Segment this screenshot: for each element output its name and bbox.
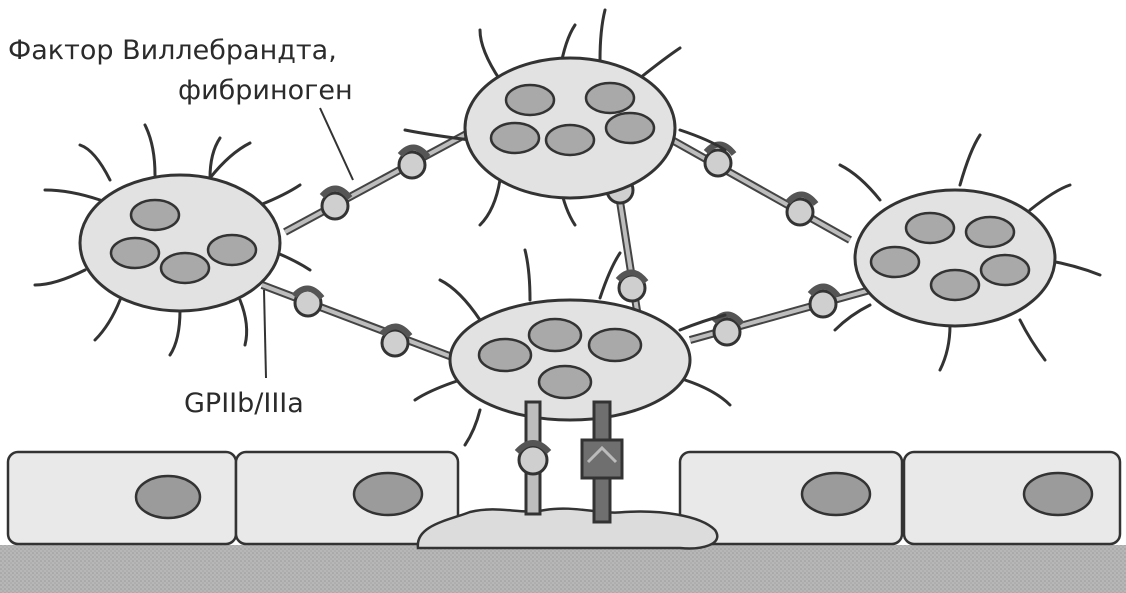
vwf-leader-line: [320, 108, 353, 180]
platelet-top: [405, 10, 725, 225]
endothelial-cell-1: [8, 452, 236, 544]
bridge-top-right: [672, 140, 850, 240]
nucleus-icon: [136, 476, 200, 518]
exposed-collagen: [418, 509, 717, 549]
nucleus-icon: [1024, 473, 1092, 515]
platelet-left: [35, 125, 310, 355]
gp-label: GPIIb/IIIa: [184, 390, 304, 417]
subendothelium-layer: [0, 545, 1126, 593]
platelet-right: [835, 135, 1100, 370]
vwf-label-line2: фибриноген: [178, 77, 353, 104]
nucleus-icon: [354, 473, 422, 515]
bridge-left-top: [285, 132, 470, 232]
bridge-left-bottom: [262, 285, 460, 360]
vwf-label-line1: Фактор Виллебрандта,: [8, 37, 337, 64]
nucleus-icon: [802, 473, 870, 515]
platelet-bottom: [415, 250, 730, 445]
gp-leader-line: [264, 290, 266, 378]
